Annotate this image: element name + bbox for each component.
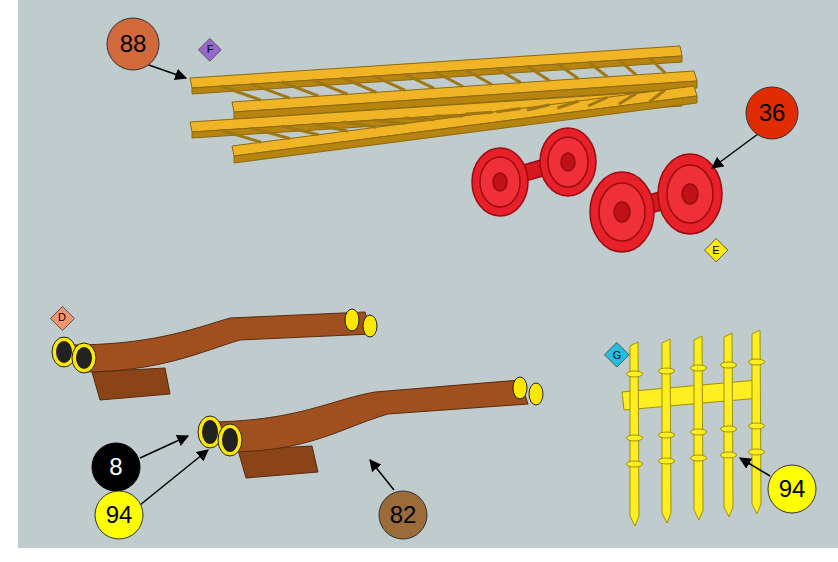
comb-post [724,333,733,517]
comb-post [630,342,639,526]
post-comb-part [622,380,760,410]
callout-circle [379,491,427,539]
part-letter: G [604,342,630,368]
ladder-rung [496,109,521,113]
wheel-sets [472,128,722,252]
ladder-rung [558,64,579,79]
ladder-rung [466,70,492,85]
part-letter: D [50,306,75,331]
comb-posts [627,330,765,526]
ladder-rung [404,118,434,120]
post-ring [691,429,707,435]
ladder-rung [558,101,579,108]
callout-circle [768,465,816,513]
callout-number: 94 [767,464,817,514]
callout-number: 8 [91,442,141,492]
post-ring [627,435,643,441]
part-letter: D [58,312,66,323]
post-ring [659,432,675,438]
ladder-rung [527,66,550,81]
post-ring [691,365,707,371]
callout-number: 8 [109,455,122,479]
ladder-rung [282,82,319,96]
ladder-rung [435,72,463,87]
ladder-rung [619,60,637,75]
callout-number: 88 [106,17,160,71]
callout-circle [95,491,143,539]
letter-diamond [50,306,74,330]
ladder-rung [619,94,637,105]
callout-circle [92,443,140,491]
callout-number: 36 [759,101,786,125]
ladder-rung [466,112,492,114]
ladder-rung [649,90,665,102]
background-panel [18,0,838,548]
ladder-rung [251,128,290,139]
ladder-rung [343,78,376,92]
ladder-rung [221,86,261,100]
callout-number: 82 [390,503,417,527]
post-ring [749,359,765,365]
post-ring [721,362,737,368]
callout-number: 94 [106,503,133,527]
callout-circle [746,87,798,139]
callout-number: 82 [378,490,428,540]
post-ring [691,455,707,461]
ladder-rung [221,130,261,142]
part-letter: F [198,38,222,62]
callout-number: 88 [120,32,147,56]
part-letter: F [207,44,214,55]
letter-diamond [704,238,727,261]
ladder-rung [527,105,550,110]
comb-post [662,339,671,523]
part-letter: E [712,245,719,256]
part-letter: G [613,350,622,361]
post-ring [721,452,737,458]
ladder-rung [649,58,665,73]
comb-post [694,336,703,520]
ladder-rung [374,120,406,124]
letter-diamond [199,39,222,62]
ladder-rung [588,62,607,77]
callout-circle [107,18,159,70]
post-ring [627,371,643,377]
post-ring [627,461,643,467]
ladder-rung [313,124,348,131]
ladder-rung [374,76,406,90]
ladder-rung [282,126,319,135]
post-ring [749,449,765,455]
callout-number: 94 [94,490,144,540]
callout-number: 94 [779,477,806,501]
ladder-rung [496,68,521,83]
ladder-rung [313,80,348,94]
callout-number: 36 [745,86,799,140]
ladder-rung [343,122,376,127]
letter-diamond [605,343,630,368]
post-ring [659,368,675,374]
post-ring [721,426,737,432]
part-letter: E [704,238,728,262]
post-ring [659,458,675,464]
ladder-rung [404,74,434,88]
ladder-rung [251,84,290,98]
post-ring [749,423,765,429]
ladder-parts [190,46,697,163]
ladder-rungs [221,58,666,142]
ladder-rung [588,97,607,106]
ladder-rung [435,115,463,118]
comb-post [752,330,761,514]
leader-arrows [140,64,770,505]
